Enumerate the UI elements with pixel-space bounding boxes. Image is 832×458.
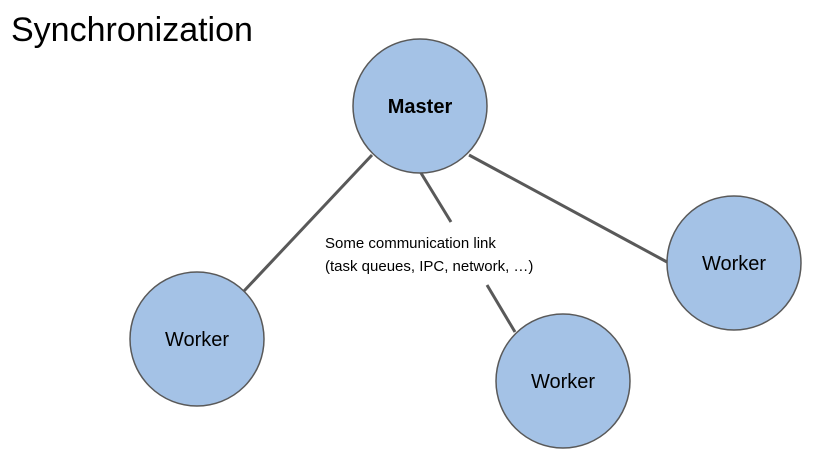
worker-node-left: Worker [129,271,265,407]
slide-title: Synchronization [11,11,253,49]
link-master-worker-right [468,153,668,264]
master-node-circle [352,38,488,174]
worker-node-left-circle [129,271,265,407]
link-annotation: Some communication link (task queues, IP… [325,235,533,275]
worker-node-left-label: Worker [165,329,229,351]
worker-node-middle: Worker [495,313,631,449]
master-node: Master [352,38,488,174]
link-master-worker-middle-lower [485,284,517,333]
worker-node-right: Worker [666,195,802,331]
link-annotation-line2: (task queues, IPC, network, …) [325,258,533,275]
worker-node-right-circle [666,195,802,331]
worker-node-right-label: Worker [702,253,766,275]
link-annotation-line1: Some communication link [325,235,496,252]
master-node-label: Master [388,96,453,118]
worker-node-middle-circle [495,313,631,449]
link-master-worker-middle-upper [419,172,453,223]
link-master-worker-left [242,153,374,293]
worker-node-middle-label: Worker [531,371,595,393]
